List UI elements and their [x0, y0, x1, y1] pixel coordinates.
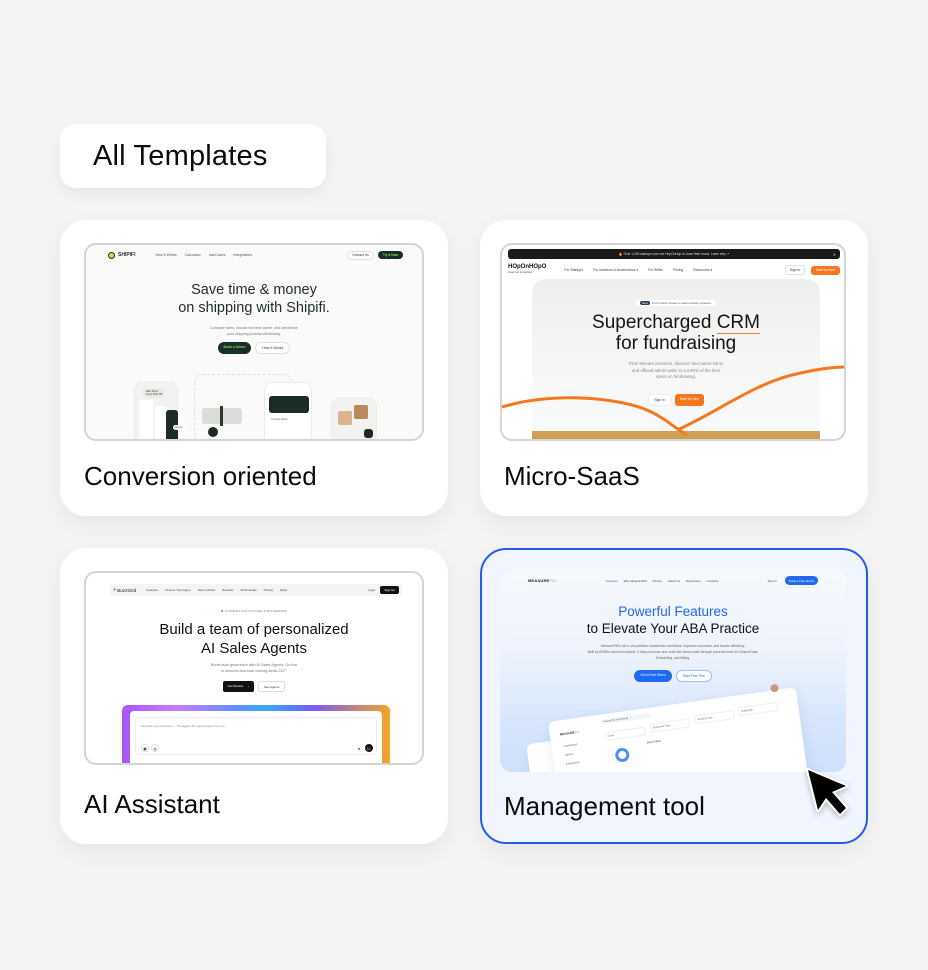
- nav-link: Choose Your Agent: [164, 588, 191, 592]
- brand-name: SHIPIFI: [118, 252, 136, 258]
- preview-subtext: Compare rates, choose the best carrier, …: [210, 326, 298, 336]
- sign-in-link: Sign in: [767, 578, 777, 583]
- nav-link: Pricing: [263, 588, 273, 592]
- app-search: Search for something: [600, 712, 651, 725]
- lightning-icon: ⚡: [113, 587, 117, 592]
- nav-link: FAQs: [279, 588, 288, 592]
- prompt-input: Describe your business — I'll suggest th…: [135, 717, 377, 755]
- contact-button: Contact Us: [347, 250, 374, 260]
- shipifi-logo-icon: [108, 251, 115, 259]
- nav-link: Resources ▾: [693, 268, 713, 272]
- preview-logo: SHIPIFI: [108, 251, 136, 259]
- nav-link: Integrations: [233, 253, 253, 257]
- chevron-right-icon: ›: [247, 683, 249, 688]
- preview-nav: HOpOnHOpO smart crm for startups For Sta…: [508, 263, 840, 277]
- preview-nav: SHIPIFI How it Works Calculator UseCases…: [108, 248, 403, 262]
- template-card-ai-assistant[interactable]: ⚡ BuzzGrid Features Choose Your Agent Ho…: [60, 548, 448, 844]
- template-preview-buzzgrid: ⚡ BuzzGrid Features Choose Your Agent Ho…: [84, 571, 424, 765]
- globe-icon: ◍: [151, 744, 159, 752]
- sign-in-button: Sign in: [784, 265, 806, 275]
- nav-link: How it Works: [155, 253, 177, 257]
- send-icon: ▷: [365, 744, 373, 752]
- nav-link: Pricing: [672, 268, 684, 272]
- nav-link-active: Features: [605, 578, 618, 583]
- preview-nav: ⚡ BuzzGrid Features Choose Your Agent Ho…: [110, 584, 402, 596]
- preview-logo: ⚡ BuzzGrid: [113, 587, 137, 593]
- preview-subtext: MeasurePM's all-in-one platform streamli…: [587, 644, 759, 661]
- template-label: AI Assistant: [84, 789, 220, 819]
- nav-link: Why MeasurePM: [623, 578, 647, 583]
- preview-headline: Supercharged CRM for fundraising: [592, 312, 760, 354]
- desert-image: [532, 431, 820, 439]
- preview-subtext: Boost lead generation with AI Sales Agen…: [210, 663, 298, 673]
- get-free-demo-button: Get a Free Demo: [634, 670, 672, 682]
- close-icon: ✕: [832, 251, 836, 257]
- preview-nav: MEASUREPM Features Why MeasurePM Pricing…: [528, 574, 818, 588]
- login-link: Login: [367, 588, 376, 592]
- see-agents-button: See Agents: [257, 681, 286, 692]
- sign-in-button: Sign in: [648, 394, 671, 406]
- template-card-management-tool[interactable]: MEASUREPM Features Why MeasurePM Pricing…: [480, 548, 868, 844]
- template-card-micro-saas[interactable]: 🔥 Over 1,000 startups now use HopOnHop t…: [480, 220, 868, 516]
- book-demo-button: Book a Demo: [217, 342, 252, 354]
- nav-link: Benefits: [222, 588, 234, 592]
- nav-link: Contacts: [706, 578, 719, 583]
- nav-link: Testimonials: [240, 588, 257, 592]
- template-label: Conversion oriented: [84, 461, 317, 491]
- template-card-conversion-oriented[interactable]: SHIPIFI How it Works Calculator UseCases…: [60, 220, 448, 516]
- avatar: [769, 683, 780, 693]
- nav-link: Pricing: [652, 578, 662, 583]
- preview-headline: Build a team of personalized AI Sales Ag…: [159, 621, 349, 657]
- microphone-icon: ●: [357, 745, 361, 751]
- start-free-trial-button: Start Free Trial: [675, 670, 712, 682]
- start-free-button: Start for free: [811, 265, 840, 275]
- preview-logo: MEASUREPM: [528, 578, 556, 583]
- template-preview-measurepm: MEASUREPM Features Why MeasurePM Pricing…: [500, 570, 846, 772]
- image-icon: ▣: [141, 744, 149, 752]
- sign-up-button: Sign Up: [380, 586, 399, 594]
- nav-link: Resources: [686, 578, 701, 583]
- nav-link: UseCases: [208, 253, 226, 257]
- preview-subtext: Find relevant investors, discover best w…: [628, 361, 724, 379]
- page-title: All Templates: [93, 139, 268, 172]
- nav-link: About Us: [667, 578, 681, 583]
- start-free-button: Start for free: [674, 394, 704, 406]
- orange-wave-decoration: [502, 365, 844, 437]
- preview-headline: Powerful Features to Elevate Your ABA Pr…: [586, 604, 760, 636]
- template-label: Micro-SaaS: [504, 461, 640, 491]
- nav-link: For Startups: [564, 268, 583, 272]
- book-demo-button: Book a Free Demo: [784, 576, 818, 585]
- app-dashboard-mockup: MEASUREPM Search for something Dashboard…: [548, 683, 809, 772]
- nav-link: For BBNs: [648, 268, 663, 272]
- template-label: Management tool: [504, 791, 705, 821]
- eyebrow-label: AI AGENTS FOR COACHES & INFLUENCERS: [86, 610, 422, 613]
- preview-logo: HOpOnHOpO smart crm for startups: [508, 264, 547, 274]
- arrow-cursor-icon: [806, 768, 848, 816]
- try-now-button: Try it Now: [377, 251, 403, 259]
- nav-link: Calculator: [184, 253, 201, 257]
- all-templates-header: All Templates: [60, 124, 326, 188]
- how-it-works-button: How it Works: [255, 342, 291, 354]
- gradient-prompt-frame: Describe your business — I'll suggest th…: [122, 705, 390, 763]
- nav-link: For Investors & Accelerators ▾: [593, 268, 639, 272]
- announcement-banner: 🔥 Over 1,000 startups now use HopOnHop t…: [508, 249, 840, 259]
- preview-headline: Save time & money on shipping with Shipi…: [178, 282, 330, 316]
- nav-link: Features: [146, 588, 158, 592]
- template-preview-shipifi: SHIPIFI How it Works Calculator UseCases…: [84, 243, 424, 441]
- template-preview-hoponhop: 🔥 Over 1,000 startups now use HopOnHop t…: [500, 243, 846, 441]
- get-started-button: Get Started›: [222, 681, 254, 692]
- nav-link: How it Works: [197, 588, 216, 592]
